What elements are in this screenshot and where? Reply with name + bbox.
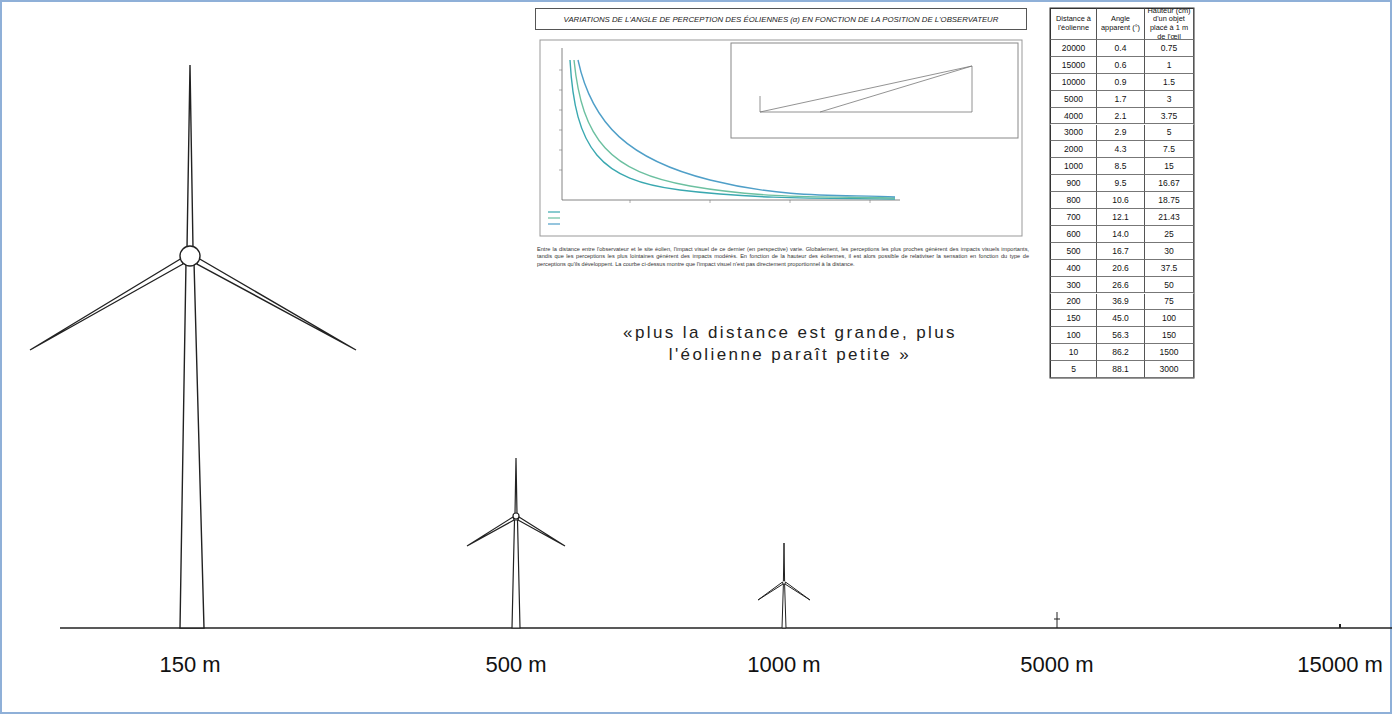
table-cell: 5 [1050, 361, 1097, 378]
table-cell: 5000 [1050, 91, 1097, 108]
table-cell: 21.43 [1145, 209, 1194, 226]
table-cell: 56.3 [1097, 327, 1145, 344]
table-cell: 10 [1050, 344, 1097, 361]
table-cell: 150 [1145, 327, 1194, 344]
table-cell: 12.1 [1097, 209, 1145, 226]
table-cell: 100 [1050, 327, 1097, 344]
table-cell: 3.75 [1145, 108, 1194, 125]
table-cell: 3000 [1050, 125, 1097, 142]
table-cell: 15000 [1050, 57, 1097, 74]
table-cell: 200 [1050, 294, 1097, 311]
distance-label: 1000 m [747, 652, 820, 678]
inset-title: VARIATIONS DE L'ANGLE DE PERCEPTION DES … [564, 15, 999, 24]
table-cell: 3 [1145, 91, 1194, 108]
table-cell: 16.7 [1097, 243, 1145, 260]
table-cell: 37.5 [1145, 260, 1194, 277]
table-cell: 88.1 [1097, 361, 1145, 378]
table-cell: 3000 [1145, 361, 1194, 378]
table-cell: 2000 [1050, 141, 1097, 158]
table-cell: 45.0 [1097, 310, 1145, 327]
table-cell: 5 [1145, 125, 1194, 142]
table-header: Angle apparent (°) [1097, 8, 1145, 40]
table-cell: 4000 [1050, 108, 1097, 125]
table-cell: 30 [1145, 243, 1194, 260]
table-cell: 16.67 [1145, 175, 1194, 192]
table-cell: 1.5 [1145, 74, 1194, 91]
table-cell: 150 [1050, 310, 1097, 327]
table-cell: 300 [1050, 277, 1097, 294]
table-cell: 1 [1145, 57, 1194, 74]
distance-label: 15000 m [1297, 652, 1383, 678]
table-cell: 1000 [1050, 158, 1097, 175]
table-cell: 4.3 [1097, 141, 1145, 158]
table-cell: 2.9 [1097, 125, 1145, 142]
title-box: VARIATIONS DE L'ANGLE DE PERCEPTION DES … [535, 8, 1027, 30]
table-cell: 600 [1050, 226, 1097, 243]
table-cell: 100 [1145, 310, 1194, 327]
table-cell: 50 [1145, 277, 1194, 294]
table-cell: 7.5 [1145, 141, 1194, 158]
table-cell: 20000 [1050, 40, 1097, 57]
table-cell: 8.5 [1097, 158, 1145, 175]
table-cell: 500 [1050, 243, 1097, 260]
distance-label: 150 m [159, 652, 220, 678]
table-cell: 26.6 [1097, 277, 1145, 294]
table-cell: 0.75 [1145, 40, 1194, 57]
table-cell: 75 [1145, 294, 1194, 311]
table-cell: 400 [1050, 260, 1097, 277]
distance-label: 500 m [485, 652, 546, 678]
table-cell: 36.9 [1097, 294, 1145, 311]
table-cell: 9.5 [1097, 175, 1145, 192]
table-cell: 800 [1050, 192, 1097, 209]
table-cell: 10000 [1050, 74, 1097, 91]
table-header: Hauteur (cm) d'un objet placé à 1 m de l… [1145, 8, 1194, 40]
table-cell: 1.7 [1097, 91, 1145, 108]
table-cell: 2.1 [1097, 108, 1145, 125]
table-cell: 14.0 [1097, 226, 1145, 243]
table-cell: 0.4 [1097, 40, 1145, 57]
quote-text: «plus la distance est grande, plus l'éol… [598, 322, 982, 366]
table-cell: 900 [1050, 175, 1097, 192]
caption-note: Entre la distance entre l'observateur et… [537, 246, 1029, 268]
table-cell: 0.9 [1097, 74, 1145, 91]
table-cell: 20.6 [1097, 260, 1145, 277]
table-cell: 25 [1145, 226, 1194, 243]
table-cell: 1500 [1145, 344, 1194, 361]
distance-label: 5000 m [1020, 652, 1093, 678]
table-cell: 10.6 [1097, 192, 1145, 209]
table-cell: 15 [1145, 158, 1194, 175]
table-header: Distance à l'éolienne [1050, 8, 1097, 40]
table-cell: 86.2 [1097, 344, 1145, 361]
table-cell: 700 [1050, 209, 1097, 226]
table-cell: 0.6 [1097, 57, 1145, 74]
table-cell: 18.75 [1145, 192, 1194, 209]
